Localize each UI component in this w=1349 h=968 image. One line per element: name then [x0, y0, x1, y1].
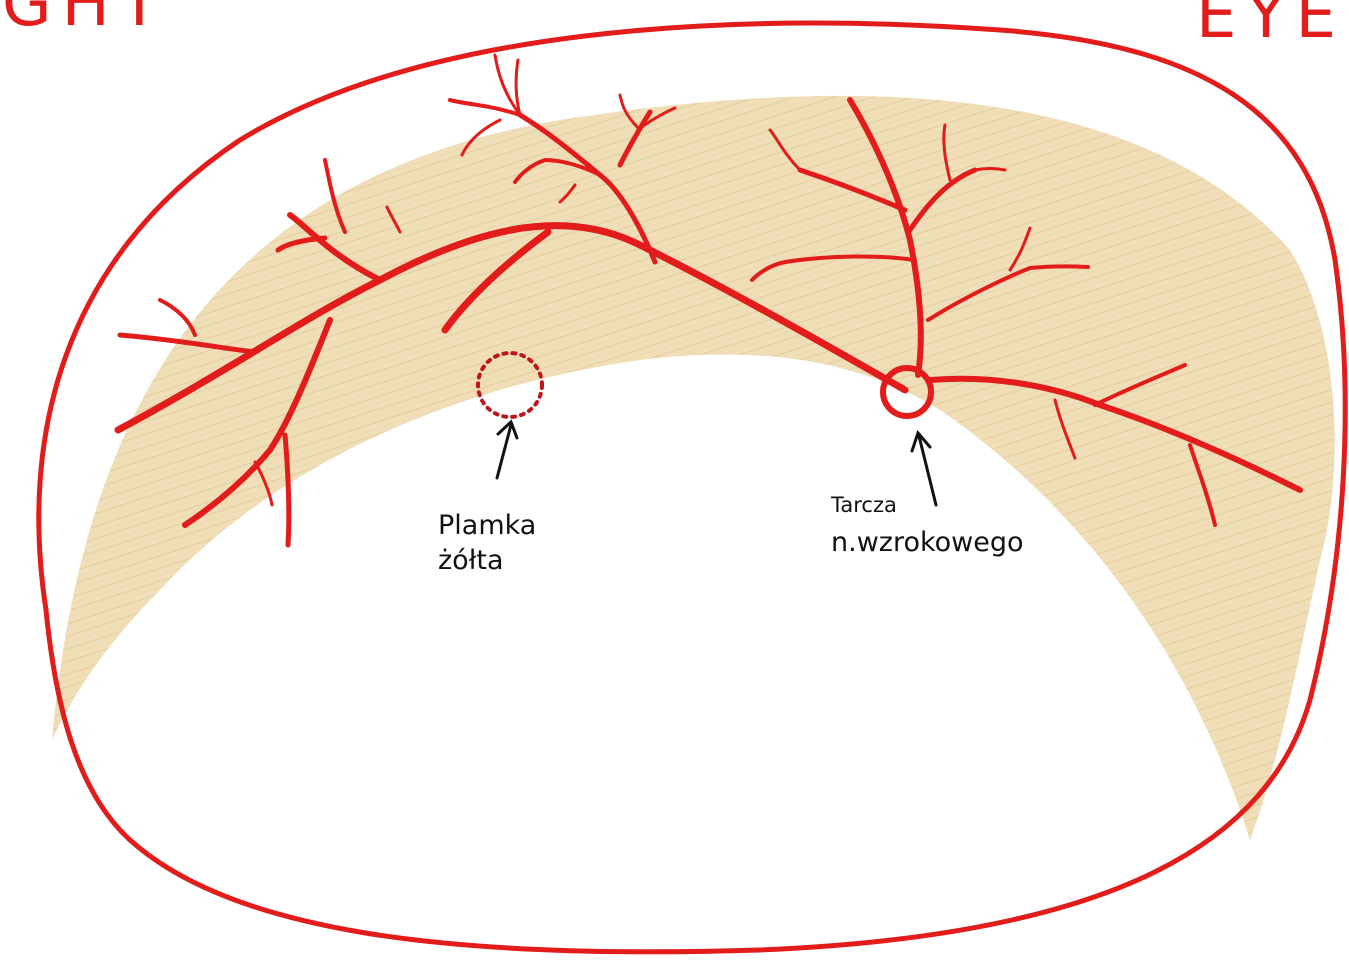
optic-disc-label-line-1: Tarcza: [831, 493, 897, 518]
macula-label-line-2: żółta: [438, 545, 504, 577]
vessel-branch: [285, 435, 289, 545]
vessel-branch: [975, 169, 1005, 171]
macula-arrow: [497, 422, 517, 478]
vessel-branch: [450, 100, 520, 115]
corner-fragment-right: EYE: [1196, 0, 1346, 55]
optic-disc-label-line-2: n.wzrokowego: [831, 527, 1024, 559]
vessel-branch: [516, 60, 520, 115]
optic-disc-arrow: [912, 433, 936, 505]
retina-band: [52, 96, 1335, 840]
corner-fragment-left: GHT: [2, 0, 169, 43]
macula-label-line-1: Plamka: [438, 510, 536, 542]
